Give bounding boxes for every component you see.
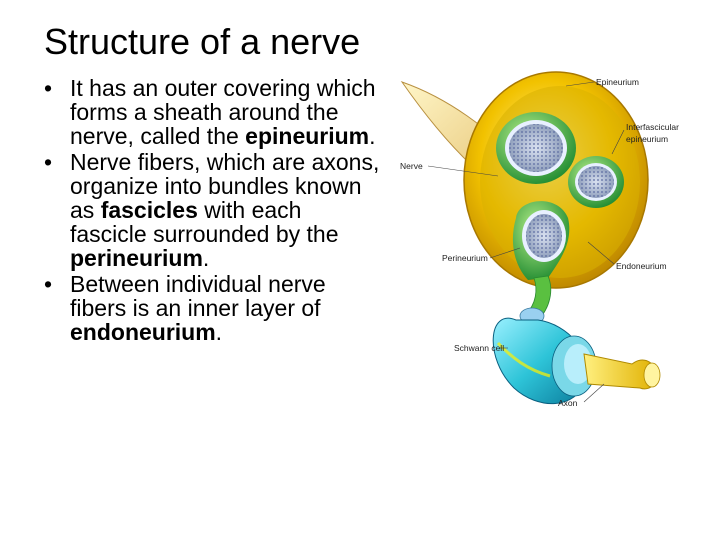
label-interfascicular-1: Interfascicular bbox=[626, 122, 679, 132]
label-schwann-cell: Schwann cell bbox=[454, 343, 504, 353]
label-perineurium: Perineurium bbox=[442, 253, 488, 263]
bullet-text: Between individual nerve fibers is an in… bbox=[70, 271, 326, 321]
axon bbox=[583, 353, 661, 390]
label-interfascicular-2: epineurium bbox=[626, 134, 668, 144]
bullet-term: epineurium bbox=[245, 123, 370, 149]
fascicle-top bbox=[496, 112, 576, 184]
bullet-term: fascicles bbox=[100, 197, 198, 223]
bullet-text: . bbox=[215, 319, 223, 345]
bullet-text: . bbox=[369, 123, 376, 149]
label-axon: Axon bbox=[558, 398, 578, 408]
nerve-structure-diagram: Epineurium Interfascicular epineurium Ne… bbox=[400, 71, 679, 408]
fascicle-right bbox=[568, 156, 624, 208]
fascicle-bottom bbox=[512, 201, 570, 280]
bullet-text: . bbox=[202, 245, 210, 271]
slide-title: Structure of a nerve bbox=[44, 21, 361, 62]
label-epineurium: Epineurium bbox=[596, 77, 639, 87]
bullet-list: It has an outer covering which forms a s… bbox=[44, 76, 384, 346]
bullet-item: It has an outer covering which forms a s… bbox=[44, 76, 384, 148]
label-nerve: Nerve bbox=[400, 161, 423, 171]
bullet-item: Nerve fibers, which are axons, organize … bbox=[44, 150, 384, 270]
label-endoneurium: Endoneurium bbox=[616, 261, 667, 271]
bullet-term: endoneurium bbox=[70, 319, 216, 345]
bullet-text: It has an outer covering which forms a s… bbox=[70, 75, 376, 149]
bullet-text: Nerve fibers, which are axons, organize … bbox=[70, 149, 380, 223]
schwann-cell bbox=[492, 317, 597, 405]
bullet-item: Between individual nerve fibers is an in… bbox=[44, 272, 384, 344]
bullet-term: perineurium bbox=[70, 245, 203, 271]
bullet-text: with each fascicle surrounded by the bbox=[70, 197, 339, 247]
